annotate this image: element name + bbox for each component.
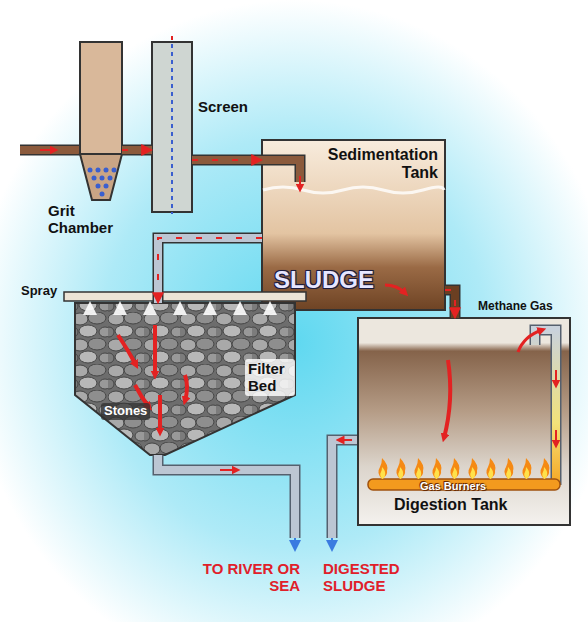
grit-chamber: Grit Chamber (80, 42, 122, 200)
spray-label: Spray (21, 284, 71, 299)
pipe-connector (192, 160, 262, 161)
stones-label: Stones (101, 403, 150, 420)
filter-label: Filter Bed (245, 359, 295, 396)
filter-bed: SprayFilter BedStones (75, 303, 295, 395)
digestion-tank: Gas BurnersDigestion Tank (358, 318, 570, 525)
tank-label: Digestion Tank (394, 496, 544, 514)
outlet-label: TO RIVER OR SEA (200, 560, 300, 595)
outlet-label: DIGESTED SLUDGE (323, 560, 413, 595)
burner-label: Gas Burners (420, 480, 530, 493)
chamber-label: Grit Chamber (48, 202, 126, 237)
pipe-connector (445, 290, 455, 318)
pipe-connector (158, 238, 262, 303)
sedimentation-tank: Sedimentation TankSLUDGE (262, 140, 445, 310)
pipe-connector (122, 150, 152, 151)
gas-label: Methane Gas (478, 300, 578, 314)
screen-label: Screen (198, 98, 268, 115)
screen-box: Screen (152, 42, 192, 212)
sludge-label: SLUDGE (274, 266, 404, 294)
tank-label: Sedimentation Tank (310, 146, 438, 183)
